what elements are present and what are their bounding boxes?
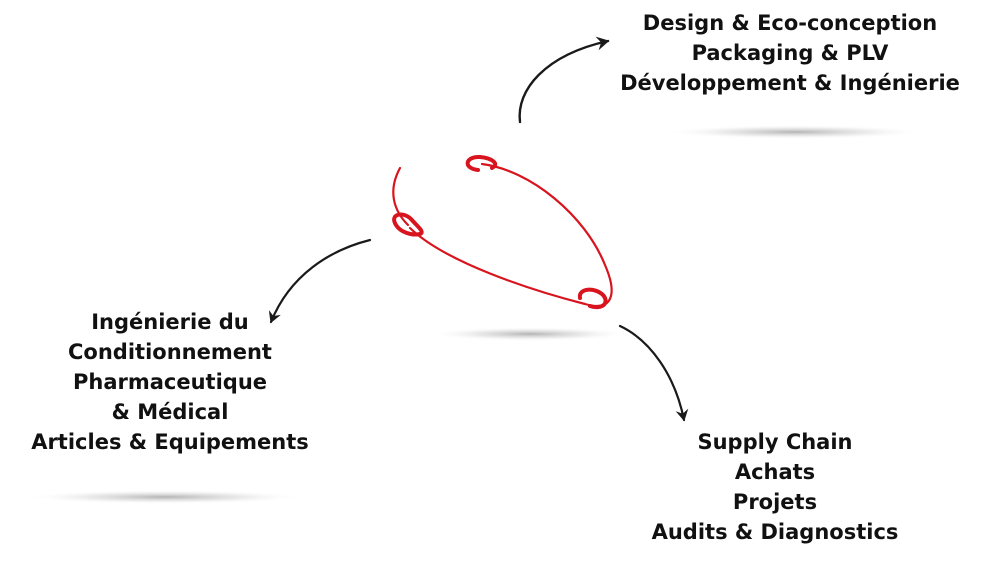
curved-arrow-up-right-icon xyxy=(518,36,610,124)
shadow-top-block xyxy=(665,125,925,139)
curved-arrow-down-left-icon xyxy=(268,238,372,324)
block-line: Audits & Diagnostics xyxy=(651,520,899,544)
services-block-supply-chain: Supply Chain Achats Projets Audits & Dia… xyxy=(610,427,940,547)
block-line: Pharmaceutique xyxy=(72,370,268,394)
services-block-pharma: Ingénierie du Conditionnement Pharmaceut… xyxy=(0,307,340,457)
red-swirl-ellipse-icon xyxy=(392,154,613,310)
curved-arrow-down-right-icon xyxy=(618,324,689,422)
shadow-left-block xyxy=(25,490,305,504)
shadow-center xyxy=(430,327,630,341)
block-line: Conditionnement xyxy=(68,340,272,364)
block-line: Projets xyxy=(732,490,818,514)
block-line: & Médical xyxy=(111,400,229,424)
block-line: Achats xyxy=(734,460,816,484)
block-line: Développement & Ingénierie xyxy=(620,71,960,95)
block-line: Design & Eco-conception xyxy=(642,11,938,35)
block-line: Supply Chain xyxy=(697,430,853,454)
block-line: Packaging & PLV xyxy=(691,41,889,65)
block-line: Articles & Equipements xyxy=(31,430,309,454)
services-block-design: Design & Eco-conception Packaging & PLV … xyxy=(600,8,980,98)
block-line: Ingénierie du xyxy=(91,310,249,334)
